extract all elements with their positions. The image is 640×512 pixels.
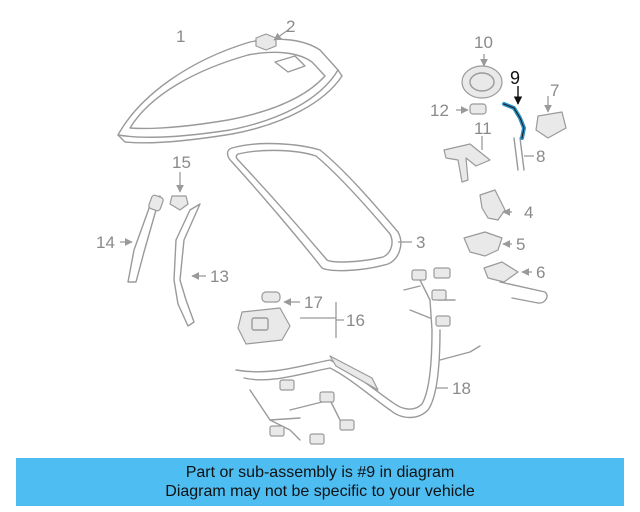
part-3-seal [226, 142, 412, 272]
callout-14: 14 [96, 233, 115, 252]
part-7-cover [535, 96, 567, 139]
part-8-rod [513, 137, 534, 171]
info-banner: Part or sub-assembly is #9 in diagram Di… [16, 458, 624, 506]
part-10-lock [461, 54, 503, 99]
callout-13: 13 [210, 267, 229, 286]
callout-8: 8 [536, 147, 545, 166]
callout-12: 12 [430, 101, 449, 120]
part-1-lid-panel [117, 38, 343, 144]
callout-10: 10 [474, 33, 493, 52]
part-9-highlighted [502, 86, 526, 140]
part-14-gas-strut [120, 194, 164, 283]
callout-6: 6 [536, 263, 545, 282]
part-11-hinge [443, 136, 491, 183]
part-18-wiring-harness [235, 267, 481, 445]
part-5-latch [463, 231, 512, 257]
banner-line-part-number: Part or sub-assembly is #9 in diagram [185, 464, 455, 481]
callout-1: 1 [176, 27, 185, 46]
part-17-bulb [261, 291, 300, 306]
parts-diagram: 1 2 3 4 5 6 7 8 9 10 11 12 13 14 15 16 1… [96, 17, 567, 445]
callout-11: 11 [474, 119, 492, 138]
part-6-handle [483, 261, 548, 304]
callout-5: 5 [516, 235, 525, 254]
callout-7: 7 [550, 81, 559, 100]
callout-4: 4 [524, 203, 533, 222]
part-13-support [173, 203, 206, 327]
callout-2: 2 [286, 17, 295, 36]
part-4-bracket [479, 189, 512, 221]
part-16-lamp-assembly [237, 302, 344, 345]
callout-16: 16 [346, 311, 365, 330]
banner-line-disclaimer: Diagram may not be specific to your vehi… [165, 483, 475, 500]
callout-15: 15 [172, 153, 191, 172]
part-15-ball-stud [169, 172, 189, 211]
part-2-bumper [255, 29, 289, 51]
callout-3: 3 [416, 233, 425, 252]
callout-17: 17 [304, 293, 323, 312]
callout-9: 9 [510, 68, 520, 88]
part-12-screw [456, 103, 487, 115]
callout-18: 18 [452, 379, 471, 398]
